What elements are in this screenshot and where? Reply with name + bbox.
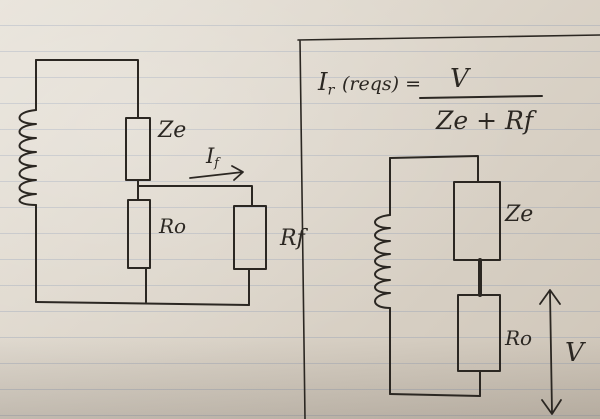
left-ro-resistor <box>127 199 151 269</box>
right-ro-resistor <box>457 294 501 372</box>
formula-lhs: Ir (reqs) = <box>318 70 421 98</box>
formula-lhs-main: I <box>318 68 328 96</box>
formula-fraction-bar <box>419 95 543 99</box>
current-label-main: I <box>206 144 215 168</box>
left-ze-label: Ze <box>158 118 187 143</box>
left-ze-resistor <box>125 117 151 181</box>
left-outer-top-wire <box>35 59 139 119</box>
section-divider <box>297 34 600 419</box>
left-ro-label: Ro <box>159 214 187 238</box>
voltage-label: V <box>565 338 584 368</box>
right-circuit <box>374 155 562 415</box>
formula-lhs-paren: (reqs) = <box>342 73 422 95</box>
right-bottom-wire <box>389 393 481 397</box>
right-coil <box>374 214 391 309</box>
left-rf-label: Rf <box>280 226 305 251</box>
current-arrow <box>189 165 244 181</box>
left-rf-resistor <box>233 205 267 270</box>
voltage-arrow <box>539 289 562 415</box>
formula-numerator: V <box>450 64 469 94</box>
right-ze-label: Ze <box>505 202 534 227</box>
left-bottom-wire <box>35 301 250 306</box>
right-outer-top-wire <box>389 155 479 183</box>
left-circuit <box>18 59 267 306</box>
right-ro-label: Ro <box>505 326 533 350</box>
right-ze-resistor <box>453 181 501 261</box>
left-coil <box>18 109 37 206</box>
formula-denominator: Ze + Rf <box>436 106 534 135</box>
current-label: If <box>206 146 219 169</box>
left-mid-wire <box>137 179 253 207</box>
formula-lhs-sub: r <box>327 82 335 99</box>
current-label-sub: f <box>214 154 219 170</box>
